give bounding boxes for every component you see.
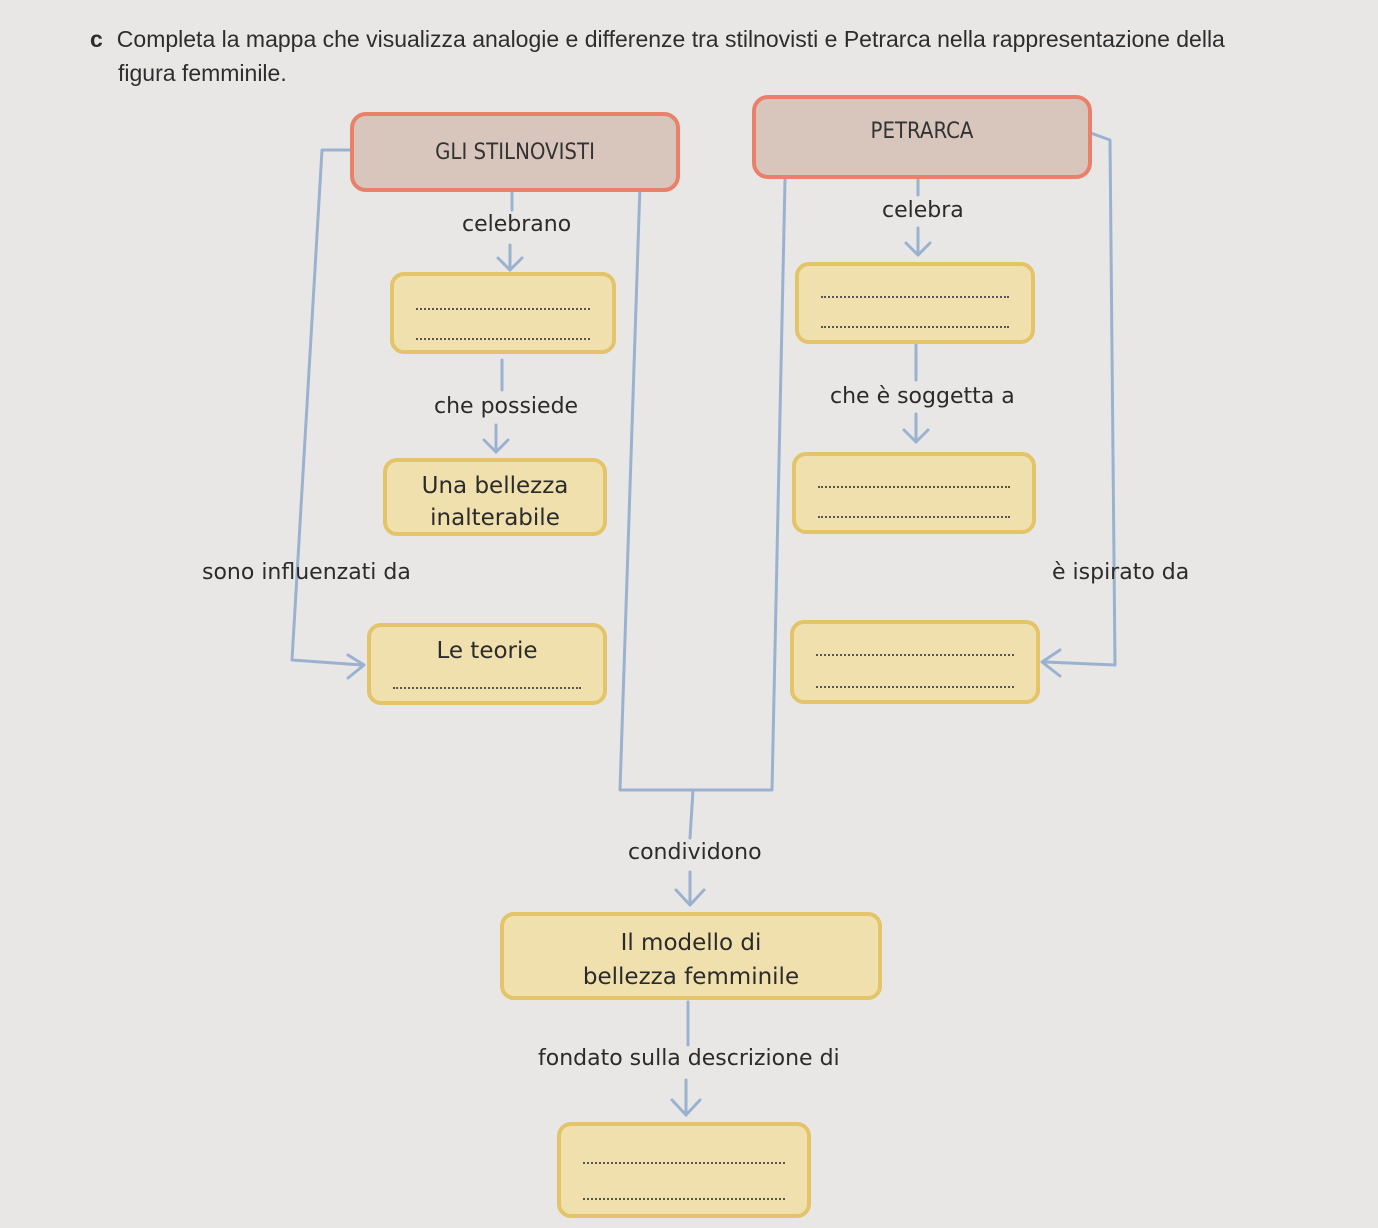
- answer-blank[interactable]: [821, 326, 1009, 328]
- answer-blank[interactable]: [818, 486, 1010, 488]
- center-bracket-connector: [618, 178, 787, 792]
- theories-box[interactable]: Le teorie: [367, 623, 607, 705]
- petrarca-answer-box-2[interactable]: [792, 452, 1036, 534]
- shared-model-line-2: bellezza femminile: [582, 964, 800, 990]
- beauty-box: Una bellezza inalterabile: [383, 458, 607, 536]
- answer-blank[interactable]: [416, 308, 590, 310]
- petrarca-header: PETRARCA: [752, 95, 1092, 179]
- right-outer-connector: [1043, 130, 1117, 667]
- stilnovisti-header: GLI STILNOVISTI: [350, 112, 680, 192]
- bottom-line-1: [688, 788, 695, 840]
- right-arrow-1: [904, 241, 932, 257]
- final-answer-box[interactable]: [557, 1122, 811, 1218]
- answer-blank[interactable]: [816, 654, 1014, 656]
- stilnovisti-title: GLI STILNOVISTI: [435, 139, 595, 165]
- answer-blank[interactable]: [583, 1162, 785, 1164]
- bottom-arrow-2: [670, 1098, 702, 1117]
- right-verb-soggetta: che è soggetta a: [830, 384, 1015, 409]
- left-outer-connector: [290, 148, 364, 667]
- inspired-label: è ispirato da: [1052, 560, 1190, 585]
- answer-blank[interactable]: [816, 686, 1014, 688]
- petrarca-answer-box-1[interactable]: [795, 262, 1035, 344]
- left-arrow-1: [496, 256, 524, 272]
- answer-blank[interactable]: [416, 338, 590, 340]
- left-verb-che-possiede: che possiede: [434, 394, 579, 419]
- influence-label: sono influenzati da: [202, 560, 411, 585]
- bottom-verb-fondato: fondato sulla descrizione di: [538, 1046, 840, 1071]
- left-outer-arrowhead: [346, 653, 366, 680]
- theories-line-1: Le teorie: [436, 638, 538, 664]
- left-arrow-2: [482, 438, 510, 454]
- answer-blank[interactable]: [393, 687, 581, 689]
- bottom-verb-condividono: condividono: [628, 840, 762, 865]
- shared-model-box: Il modello di bellezza femminile: [500, 912, 882, 1000]
- right-arrow-2: [902, 428, 930, 444]
- answer-blank[interactable]: [821, 296, 1009, 298]
- beauty-line-2: inalterabile: [430, 505, 560, 531]
- exercise-instruction: c Completa la mappa che visualizza analog…: [90, 22, 1225, 90]
- beauty-line-1: Una bellezza: [421, 473, 569, 499]
- instruction-line-1: Completa la mappa che visualizza analogi…: [116, 26, 1225, 52]
- answer-blank[interactable]: [583, 1198, 785, 1200]
- bottom-arrow-1: [674, 888, 706, 907]
- instruction-line-2: figura femminile.: [118, 60, 287, 86]
- petrarca-title: PETRARCA: [870, 119, 974, 144]
- shared-model-line-1: Il modello di: [620, 930, 762, 956]
- right-outer-arrowhead: [1040, 648, 1062, 678]
- exercise-letter: c: [90, 26, 103, 52]
- stilnovisti-answer-box-1[interactable]: [390, 272, 616, 354]
- answer-blank[interactable]: [818, 516, 1010, 518]
- left-verb-celebrano: celebrano: [462, 212, 572, 237]
- right-verb-celebra: celebra: [882, 198, 964, 223]
- petrarca-answer-box-3[interactable]: [790, 620, 1040, 704]
